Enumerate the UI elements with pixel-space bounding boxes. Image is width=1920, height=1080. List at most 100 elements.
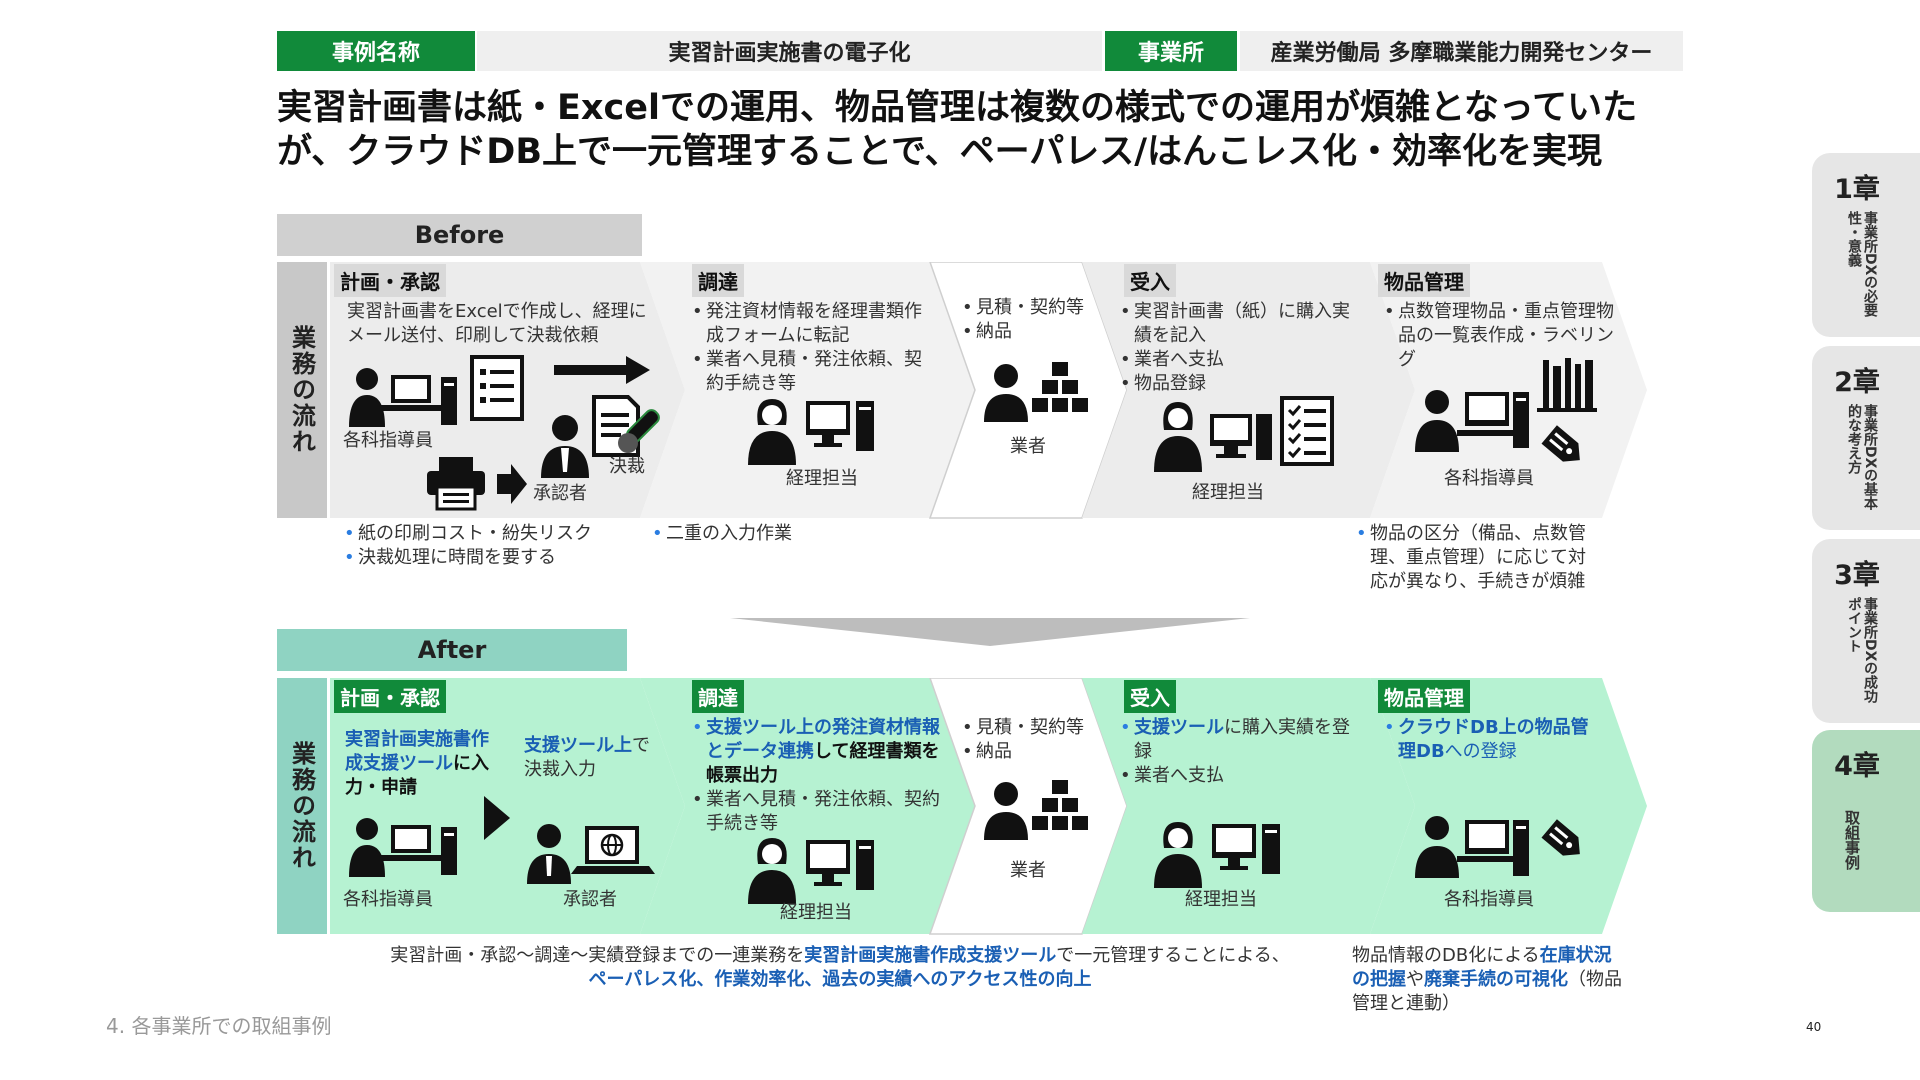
side-tab-chapter-1[interactable]: 1章 事業所DXの必要性・意義 — [1812, 153, 1920, 337]
case-name-label: 事例名称 — [277, 31, 475, 71]
office-value: 産業労働局 多摩職業能力開発センター — [1240, 31, 1683, 71]
side-tab-3-number: 3章 — [1834, 560, 1880, 591]
case-name-value: 実習計画実施書の電子化 — [477, 31, 1102, 71]
before-goods-bullet-1: 点数管理物品・重点管理物品の一覧表作成・ラベリング — [1384, 300, 1624, 372]
side-tab-chapter-3[interactable]: 3章 事業所DXの成功ポイント — [1812, 539, 1920, 723]
after-caption-accountant-2: 経理担当 — [1185, 889, 1257, 910]
before-vendor-bullet-2: 納品 — [962, 320, 1102, 344]
after-receive-bullet-2: 業者へ支払 — [1120, 764, 1360, 788]
after-plan-text-1: 実習計画実施書作成支援ツールに入力・申請 — [345, 728, 495, 800]
after-procure-bullet-2: 業者へ見積・発注依頼、契約手続き等 — [692, 788, 954, 836]
after-caption-approver: 承認者 — [563, 889, 617, 910]
after-effect-main: 実習計画・承認～調達～実績登録までの一連業務を実習計画実施書作成支援ツールで一元… — [340, 944, 1340, 992]
side-tab-chapter-4[interactable]: 4章 取組事例 — [1812, 730, 1920, 912]
after-effect-goods: 物品情報のDB化による在庫状況の把握や廃棄手続の可視化（物品管理と連動） — [1352, 944, 1622, 1016]
before-caption-vendor: 業者 — [1010, 436, 1046, 457]
after-vendor-bullet-2: 納品 — [962, 740, 1102, 764]
headline-line-2: が、クラウドDB上で一元管理することで、ペーパレス/はんこレス化・効率化を実現 — [277, 132, 1603, 172]
issue-double-input: 二重の入力作業 — [652, 522, 892, 546]
before-vendor-list: 見積・契約等 納品 — [962, 296, 1102, 344]
after-procure-link: 支援ツール上の発注資材情報とデータ連携 — [706, 717, 940, 762]
effect-main-tool: 実習計画実施書作成支援ツール — [804, 945, 1057, 966]
before-receive-bullet-3: 物品登録 — [1120, 372, 1360, 396]
after-tag-goods: 物品管理 — [1378, 680, 1470, 713]
before-tag-procure: 調達 — [692, 264, 744, 297]
effect-goods-e: （物品管理と連動） — [1352, 969, 1622, 1014]
before-procure-list: 発注資材情報を経理書類作成フォームに転記 業者へ見積・発注依頼、契約手続き等 — [692, 300, 932, 396]
issue-print-cost: 紙の印刷コスト・紛失リスク — [344, 522, 664, 546]
side-tab-1-number: 1章 — [1834, 174, 1880, 205]
effect-main-c: で一元管理することによる、 — [1056, 945, 1290, 966]
before-plan-desc: 実習計画書をExcelで作成し、経理にメール送付、印刷して決裁依頼 — [347, 301, 647, 346]
page-number: 40 — [1806, 1020, 1822, 1034]
effect-goods-a: 物品情報のDB化による — [1352, 945, 1540, 966]
accountant-pc-icon — [748, 399, 874, 465]
instructor-pc-icon — [349, 368, 457, 427]
before-flow-label: 業務の流れ — [277, 262, 327, 518]
after-plan-tool-short: 支援ツール上 — [524, 735, 632, 756]
before-issues-goods: 物品の区分（備品、点数管理、重点管理）に応じて対応が異なり、手続きが煩雑 — [1356, 522, 1602, 594]
after-instructor-tag-icon — [1415, 816, 1580, 878]
side-tab-4-number: 4章 — [1834, 751, 1880, 782]
headline: 実習計画書は紙・Excelでの運用、物品管理は複数の様式での運用が煩雑となってい… — [277, 86, 1697, 174]
footer-section: 4. 各事業所での取組事例 — [106, 1014, 332, 1038]
after-procure-output: して経理書類を帳票出力 — [706, 741, 940, 786]
after-receive-tool: 支援ツール — [1134, 717, 1224, 738]
after-arrow-right-icon — [484, 796, 510, 840]
side-tab-chapter-2[interactable]: 2章 事業所DXの基本的な考え方 — [1812, 346, 1920, 530]
after-accountant-pc-icon-2 — [1154, 822, 1280, 888]
before-tag-receive: 受入 — [1124, 264, 1176, 297]
after-plan-tool-name: 実習計画実施書作成支援ツール — [345, 729, 489, 774]
before-label: Before — [277, 214, 642, 256]
before-vendor-bullet-1: 見積・契約等 — [962, 296, 1102, 320]
before-receive-bullet-2: 業者へ支払 — [1120, 348, 1360, 372]
before-goods-list: 点数管理物品・重点管理物品の一覧表作成・ラベリング — [1384, 300, 1624, 372]
after-vendor-bullet-1: 見積・契約等 — [962, 716, 1102, 740]
after-procure-list: 支援ツール上の発注資材情報とデータ連携して経理書類を帳票出力 業者へ見積・発注依… — [692, 716, 954, 836]
after-tag-plan: 計画・承認 — [334, 680, 446, 713]
after-tag-receive: 受入 — [1124, 680, 1176, 713]
effect-main-a: 実習計画・承認～調達～実績登録までの一連業務を — [390, 945, 805, 966]
before-caption-instructor-goods: 各科指導員 — [1444, 468, 1534, 489]
before-after-arrow — [730, 618, 1250, 646]
approver-laptop-icon — [527, 824, 655, 884]
issue-approval-time: 決裁処理に時間を要する — [344, 546, 664, 570]
before-caption-accountant-1: 経理担当 — [786, 468, 858, 489]
headline-line-1: 実習計画書は紙・Excelでの運用、物品管理は複数の様式での運用が煩雑となってい… — [277, 88, 1638, 128]
after-receive-action: に購入実績を登録 — [1134, 717, 1350, 762]
after-goods-register: への登録 — [1444, 741, 1517, 762]
after-caption-accountant-1: 経理担当 — [780, 902, 852, 923]
side-tab-2-title: 事業所DXの基本的な考え方 — [1846, 404, 1878, 511]
side-tab-4-title: 取組事例 — [1843, 810, 1861, 870]
after-instructor-pc-icon — [349, 818, 457, 877]
before-tag-plan: 計画・承認 — [334, 264, 446, 297]
effect-goods-c: や — [1406, 969, 1424, 990]
before-caption-approver: 承認者 — [533, 483, 587, 504]
issue-goods-procedure: 物品の区分（備品、点数管理、重点管理）に応じて対応が異なり、手続きが煩雑 — [1356, 522, 1602, 594]
before-caption-instructor: 各科指導員 — [343, 430, 433, 451]
before-issues-plan: 紙の印刷コスト・紛失リスク 決裁処理に時間を要する — [344, 522, 664, 570]
before-caption-decision: 決裁 — [609, 456, 645, 477]
side-tab-2-number: 2章 — [1834, 367, 1880, 398]
printer-icon — [427, 457, 485, 511]
before-tag-goods: 物品管理 — [1378, 264, 1470, 297]
after-vendor-boxes-icon — [984, 780, 1088, 840]
before-procure-bullet-1: 発注資材情報を経理書類作成フォームに転記 — [692, 300, 932, 348]
office-label: 事業所 — [1105, 31, 1237, 71]
after-vendor-list: 見積・契約等 納品 — [962, 716, 1102, 764]
after-goods-bullet-1: クラウドDB上の物品管理DBへの登録 — [1384, 716, 1604, 764]
after-procure-bullet-1: 支援ツール上の発注資材情報とデータ連携して経理書類を帳票出力 — [692, 716, 954, 788]
before-procure-bullet-2: 業者へ見積・発注依頼、契約手続き等 — [692, 348, 932, 396]
accountant-checklist-icon — [1154, 396, 1334, 472]
effect-goods-stock: 在庫状況の把握 — [1352, 945, 1612, 990]
approver-icon — [541, 415, 589, 478]
before-caption-accountant-2: 経理担当 — [1192, 482, 1264, 503]
before-issues-procure: 二重の入力作業 — [652, 522, 892, 546]
document-stamp-icon — [592, 395, 660, 457]
arrow-right-icon — [554, 356, 650, 384]
vendor-boxes-icon — [984, 362, 1088, 422]
after-tag-procure: 調達 — [692, 680, 744, 713]
after-goods-db: クラウドDB上の物品管理DB — [1398, 717, 1589, 762]
after-receive-bullet-1: 支援ツールに購入実績を登録 — [1120, 716, 1360, 764]
before-receive-bullet-1: 実習計画書（紙）に購入実績を記入 — [1120, 300, 1360, 348]
